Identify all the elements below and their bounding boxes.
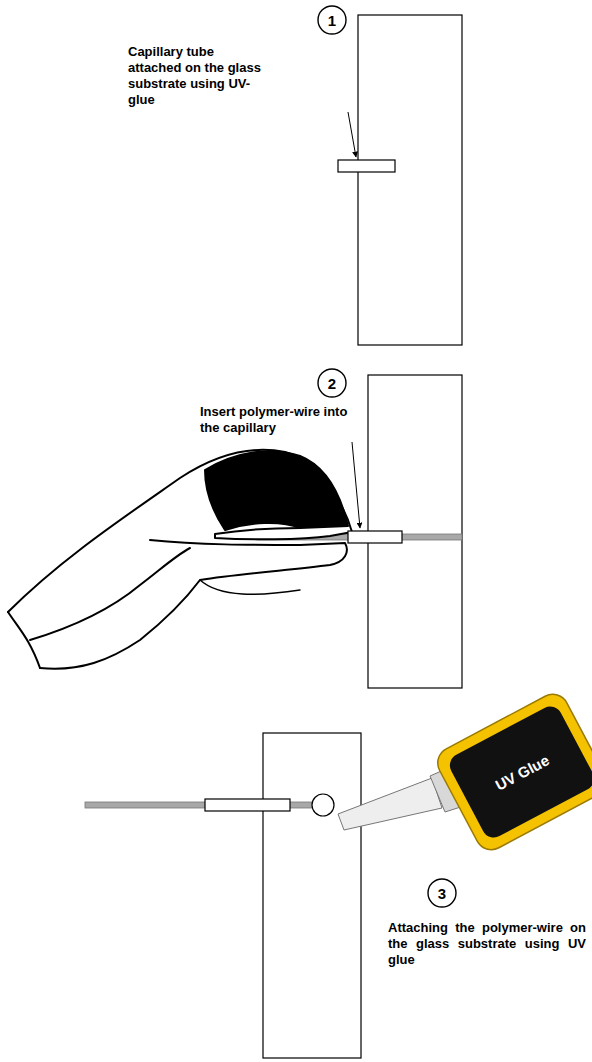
capillary-tube [348,531,402,543]
callout-number: 1 [328,12,336,29]
glue-bottle [338,689,592,855]
callout-number: 2 [328,375,336,392]
glue-drop [312,794,334,816]
circle-outline [428,879,456,907]
step-number: 2 [317,368,347,398]
glass-substrate [358,15,462,345]
capillary-tube [338,160,395,172]
step-caption: Capillary tube attached on the glass sub… [128,44,270,108]
circle-outline [318,6,346,34]
step-caption: Insert polymer-wire into the capillary [200,404,350,436]
capillary-tube [205,799,290,811]
circle-outline [318,369,346,397]
hand [8,450,352,669]
leader-line [352,442,360,528]
glass-substrate [263,733,361,1058]
step-caption: Attaching the polymer-wire on the glass … [388,920,586,968]
step-number: 1 [317,5,347,35]
leader-line [348,112,356,157]
callout-number: 3 [438,885,446,902]
step-number: 3 [427,878,457,908]
